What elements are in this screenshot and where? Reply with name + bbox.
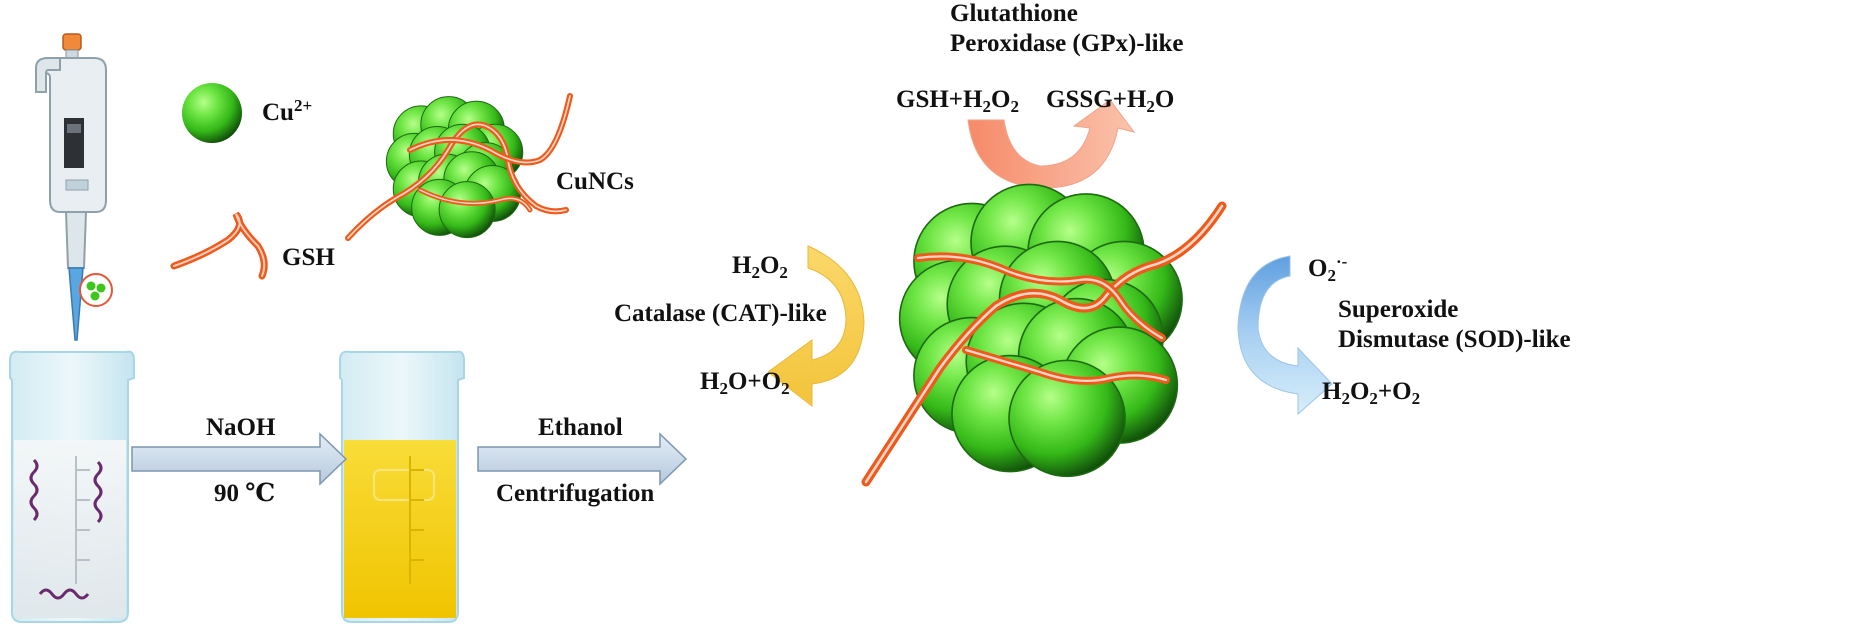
beaker-colorless	[9, 350, 135, 623]
cat-product: H2O+O2	[700, 368, 790, 398]
beaker-yellow	[339, 350, 465, 623]
gpx-name-line1: Glutathione	[950, 0, 1078, 27]
gsh-label: GSH	[282, 244, 335, 271]
gpx-reactant: GSH+H2O2	[896, 86, 1019, 116]
ligand-strand-highlight	[864, 204, 1224, 484]
sod-curved-arrow	[1237, 255, 1333, 416]
ligand-strand-highlight	[964, 348, 1168, 383]
cat-curved-arrow	[767, 245, 865, 408]
ligand-strand-highlight	[347, 123, 567, 239]
cluster-sphere	[1008, 359, 1126, 478]
cluster-sphere	[438, 181, 496, 239]
cat-name: Catalase (CAT)-like	[614, 300, 827, 327]
gpx-curved-arrow	[967, 99, 1136, 189]
sod-reactant: O2·-	[1308, 252, 1348, 285]
nanocluster-large	[861, 183, 1227, 487]
ligand-strand-highlight	[419, 189, 531, 211]
cu-ion-sphere	[182, 83, 242, 143]
ethanol-arrow	[477, 432, 688, 486]
ethanol-label: Ethanol	[538, 414, 623, 441]
temperature-label: 90 ℃	[214, 480, 276, 507]
gpx-product: GSSG+H2O	[1046, 86, 1175, 116]
pipette-icon	[35, 33, 113, 341]
sod-product: H2O2+O2	[1322, 378, 1421, 408]
gpx-name-line2: Peroxidase (GPx)-like	[950, 30, 1184, 57]
cu-ion-label: Cu2+	[262, 96, 313, 126]
sod-name-line1: Superoxide	[1338, 296, 1459, 323]
cat-reactant: H2O2	[732, 252, 788, 282]
centrifugation-label: Centrifugation	[496, 480, 655, 507]
ligand-strand-highlight	[409, 95, 571, 164]
naoh-arrow	[131, 432, 348, 486]
cuncs-label: CuNCs	[556, 168, 634, 195]
small-nanocluster	[345, 93, 573, 241]
ligand-strand-highlight	[916, 255, 1164, 340]
naoh-label: NaOH	[206, 414, 276, 441]
sod-name-line2: Dismutase (SOD)-like	[1338, 326, 1571, 353]
